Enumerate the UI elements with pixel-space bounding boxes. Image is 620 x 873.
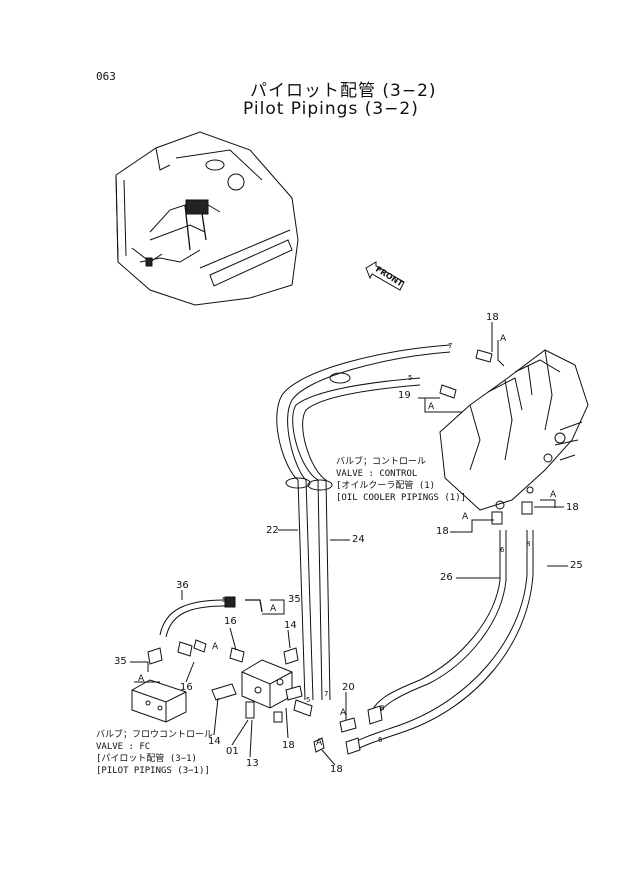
control-valve-note-line4: [OIL COOLER PIPINGS (1)] (336, 493, 467, 503)
machine-overview (115, 131, 299, 306)
callout-14: 14 (208, 736, 221, 747)
leader-lines (130, 322, 568, 766)
callout-20: 20 (342, 682, 355, 693)
callout-18: 18 (330, 764, 343, 775)
callout-25: 25 (570, 560, 583, 571)
hose-mark: 5 (306, 696, 311, 704)
ref-letter-a: A (316, 738, 323, 748)
control-valve (439, 349, 589, 511)
title-english: Pilot Pipings (3−2) (243, 99, 419, 119)
callout-19: 19 (398, 390, 411, 401)
ref-letter-a: A (550, 490, 557, 500)
hose-mark: 8 (526, 540, 531, 548)
fc-valve-note-line3: [パイロット配管 (3−1) (96, 754, 197, 764)
fc-valve-note: バルブ；フロウコントロール VALVE : FC [パイロット配管 (3−1) … (96, 729, 213, 777)
callout-14: 14 (284, 620, 297, 631)
fc-valve-note-line2: VALVE : FC (96, 742, 151, 752)
ref-letter-a: A (340, 708, 347, 718)
pilot-hoses (276, 344, 451, 701)
control-valve-note-line1: バルブ；コントロール (336, 457, 427, 467)
page-number: 063 (96, 70, 116, 83)
ref-letter-a: A (428, 402, 435, 412)
ref-letter-a: A (270, 604, 277, 614)
hose-mark: 6 (378, 736, 383, 744)
fc-valve-note-line4: [PILOT PIPINGS (3−1)] (96, 766, 210, 776)
control-valve-note-line2: VALVE : CONTROL (336, 469, 418, 479)
fittings (147, 349, 533, 755)
ref-letter-a: A (138, 674, 145, 684)
hoses-25-26 (349, 530, 534, 751)
fc-valve-block (131, 659, 293, 723)
hose-36 (159, 596, 263, 638)
callout-22: 22 (266, 525, 279, 536)
ref-letter-a: A (212, 642, 219, 652)
callout-18: 18 (486, 312, 499, 323)
callout-18: 18 (436, 526, 449, 537)
hose-mark: 7 (324, 690, 329, 698)
title-japanese: パイロット配管 (3−2) (250, 81, 437, 101)
front-arrow-icon (365, 261, 405, 291)
callout-18: 18 (282, 740, 295, 751)
hose-mark: 7 (448, 342, 453, 350)
callout-35: 35 (114, 656, 127, 667)
fc-valve-note-line1: バルブ；フロウコントロール (96, 730, 214, 740)
callout-24: 24 (352, 534, 365, 545)
control-valve-note-line3: [オイルクーラ配管 (1) (336, 481, 436, 491)
callout-01: 01 (226, 746, 239, 757)
ref-letter-a: A (462, 512, 469, 522)
hose-mark: 5 (222, 596, 227, 604)
callout-13: 13 (246, 758, 259, 769)
hose-mark: 5 (408, 374, 413, 382)
callout-16: 16 (224, 616, 237, 627)
callout-36: 36 (176, 580, 189, 591)
ref-letter-a: A (500, 334, 507, 344)
hose-mark: 6 (500, 546, 505, 554)
callout-26: 26 (440, 572, 453, 583)
callout-18: 18 (566, 502, 579, 513)
hose-mark: 8 (380, 704, 385, 712)
callout-16: 16 (180, 682, 193, 693)
callout-35: 35 (288, 594, 301, 605)
control-valve-note: バルブ；コントロール VALVE : CONTROL [オイルクーラ配管 (1)… (336, 456, 466, 504)
